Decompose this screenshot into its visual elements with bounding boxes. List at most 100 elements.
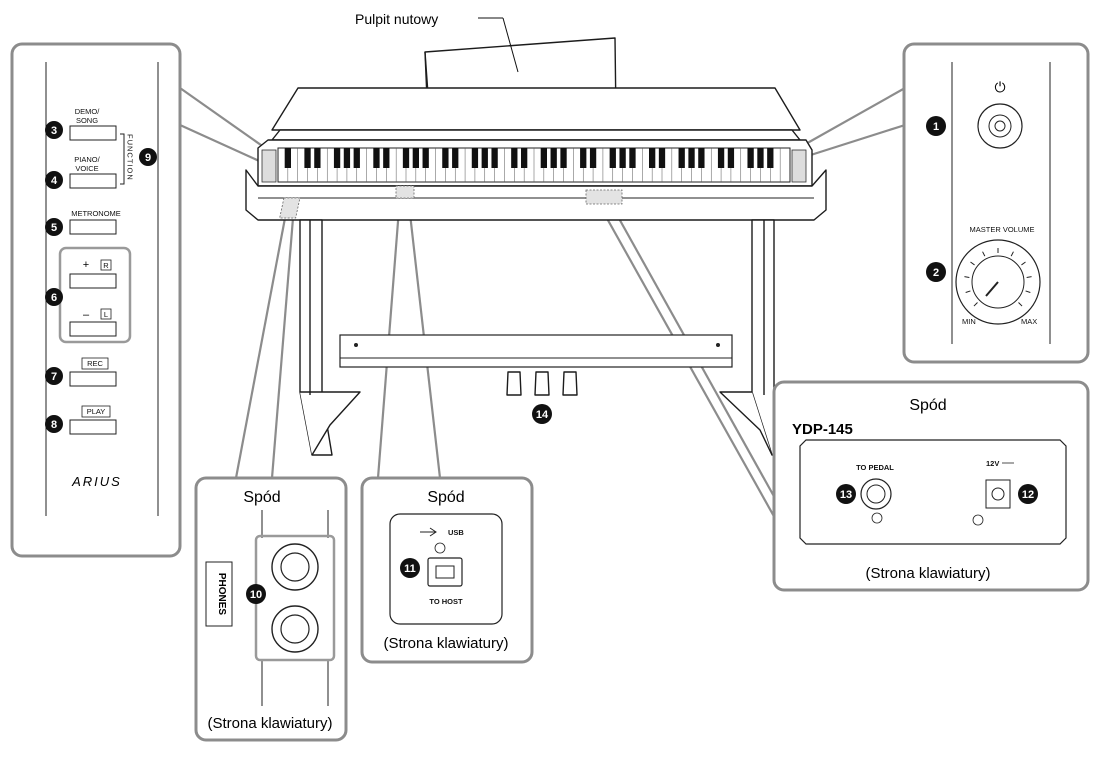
callout-6: 6	[45, 288, 63, 306]
demo-song-button[interactable]	[69, 125, 117, 141]
pedal-screw	[871, 512, 883, 524]
black-key	[609, 148, 616, 168]
volume-max-label: MAX	[1021, 317, 1037, 326]
black-key	[452, 148, 459, 168]
volume-pointer	[985, 281, 999, 297]
black-key	[698, 148, 705, 168]
usb-panel: Spód USB TO HOST 11 (Strona klawiatury)	[360, 476, 534, 664]
control-strip-left	[261, 149, 277, 183]
black-key	[383, 148, 390, 168]
volume-scale-ticks	[964, 248, 1032, 307]
black-key	[343, 148, 351, 168]
volume-tick	[1010, 251, 1014, 257]
screw-right	[716, 343, 720, 347]
volume-tick	[1021, 261, 1026, 266]
underside-panel-connectors: Spód YDP-145 TO PEDAL 12V 13 12 (Strona …	[772, 380, 1090, 592]
minus-button[interactable]	[69, 321, 117, 337]
svg-text:13: 13	[840, 489, 852, 501]
volume-tick	[965, 290, 971, 293]
svg-text:10: 10	[250, 589, 262, 601]
l-badge	[100, 308, 112, 320]
black-key	[717, 148, 725, 168]
volume-tick	[1025, 290, 1031, 293]
power-switch-center	[994, 120, 1006, 132]
master-volume-label: MASTER VOLUME	[969, 225, 1034, 234]
plus-button[interactable]	[69, 273, 117, 289]
black-key	[767, 148, 774, 168]
black-key	[422, 148, 429, 168]
callout-13: 13	[836, 484, 856, 504]
black-key	[678, 148, 685, 168]
black-key	[521, 148, 528, 168]
pedal-right	[562, 371, 578, 396]
left-control-panel: DEMO/ SONG 3 PIANO/ VOICE 4 FUNCTION 9 M…	[10, 42, 182, 558]
callout-7: 7	[45, 367, 63, 385]
volume-tick	[973, 302, 978, 307]
svg-text:1: 1	[933, 121, 939, 133]
dc-in-rating: 12V	[986, 459, 999, 468]
demo-song-label-1: DEMO/	[75, 107, 101, 116]
usb-port-inner	[435, 565, 455, 579]
usb-location-marker	[395, 185, 415, 199]
black-key	[727, 148, 735, 168]
phones-label-box	[205, 561, 233, 627]
leader-phones-a	[234, 217, 287, 479]
digital-piano	[245, 37, 827, 456]
rec-button[interactable]	[69, 371, 117, 387]
model-label: YDP-145	[792, 421, 853, 438]
black-key	[580, 148, 587, 168]
function-bracket	[120, 133, 125, 185]
volume-min-label: MIN	[962, 317, 976, 326]
pedal-box	[339, 334, 733, 368]
front-rail	[245, 169, 827, 221]
dc-screw	[972, 514, 984, 526]
usb-label: USB	[448, 528, 464, 537]
to-pedal-label: TO PEDAL	[856, 463, 894, 472]
black-key	[402, 148, 410, 168]
black-key	[619, 148, 626, 168]
svg-text:11: 11	[404, 563, 416, 575]
leg-inner-lines	[309, 220, 765, 395]
callout-12: 12	[1018, 484, 1038, 504]
leader-left-lower	[179, 123, 269, 167]
arius-logo: ARIUS	[71, 474, 122, 489]
black-key	[304, 148, 311, 168]
connector-plate	[799, 439, 1067, 545]
phones-label: PHONES	[216, 573, 227, 616]
screw-left	[354, 343, 358, 347]
callout-1: 1	[926, 116, 946, 136]
callout-3: 3	[45, 121, 63, 139]
demo-song-label-2: SONG	[76, 116, 98, 125]
callout-9: 9	[139, 148, 157, 166]
music-rest-pointer	[502, 17, 519, 73]
callout-14: 14	[532, 404, 552, 424]
black-key	[688, 148, 695, 168]
metronome-button[interactable]	[69, 219, 117, 235]
to-host-label: TO HOST	[429, 597, 463, 606]
svg-text:12: 12	[1022, 489, 1034, 501]
usb-caption: (Strona klawiatury)	[383, 635, 508, 652]
phones-location-marker	[279, 197, 301, 219]
callout-4: 4	[45, 171, 63, 189]
play-button[interactable]	[69, 419, 117, 435]
svg-text:3: 3	[51, 125, 57, 137]
black-key	[629, 148, 636, 168]
black-key	[511, 148, 518, 168]
phones-jack-2-inner	[280, 614, 310, 644]
piano-voice-button[interactable]	[69, 173, 117, 189]
svg-text:4: 4	[51, 175, 58, 187]
volume-tick	[982, 251, 986, 257]
svg-text:9: 9	[145, 152, 151, 164]
black-key	[540, 148, 547, 168]
phones-panel-title: Spód	[243, 489, 280, 506]
svg-text:2: 2	[933, 267, 939, 279]
music-rest-label: Pulpit nutowy	[355, 11, 438, 27]
black-key	[491, 148, 498, 168]
phones-jack-1-inner	[280, 552, 310, 582]
power-symbol: ⏻	[994, 79, 1005, 95]
black-key	[747, 148, 754, 168]
volume-tick	[964, 276, 970, 278]
svg-text:6: 6	[51, 292, 57, 304]
play-badge	[81, 405, 111, 418]
